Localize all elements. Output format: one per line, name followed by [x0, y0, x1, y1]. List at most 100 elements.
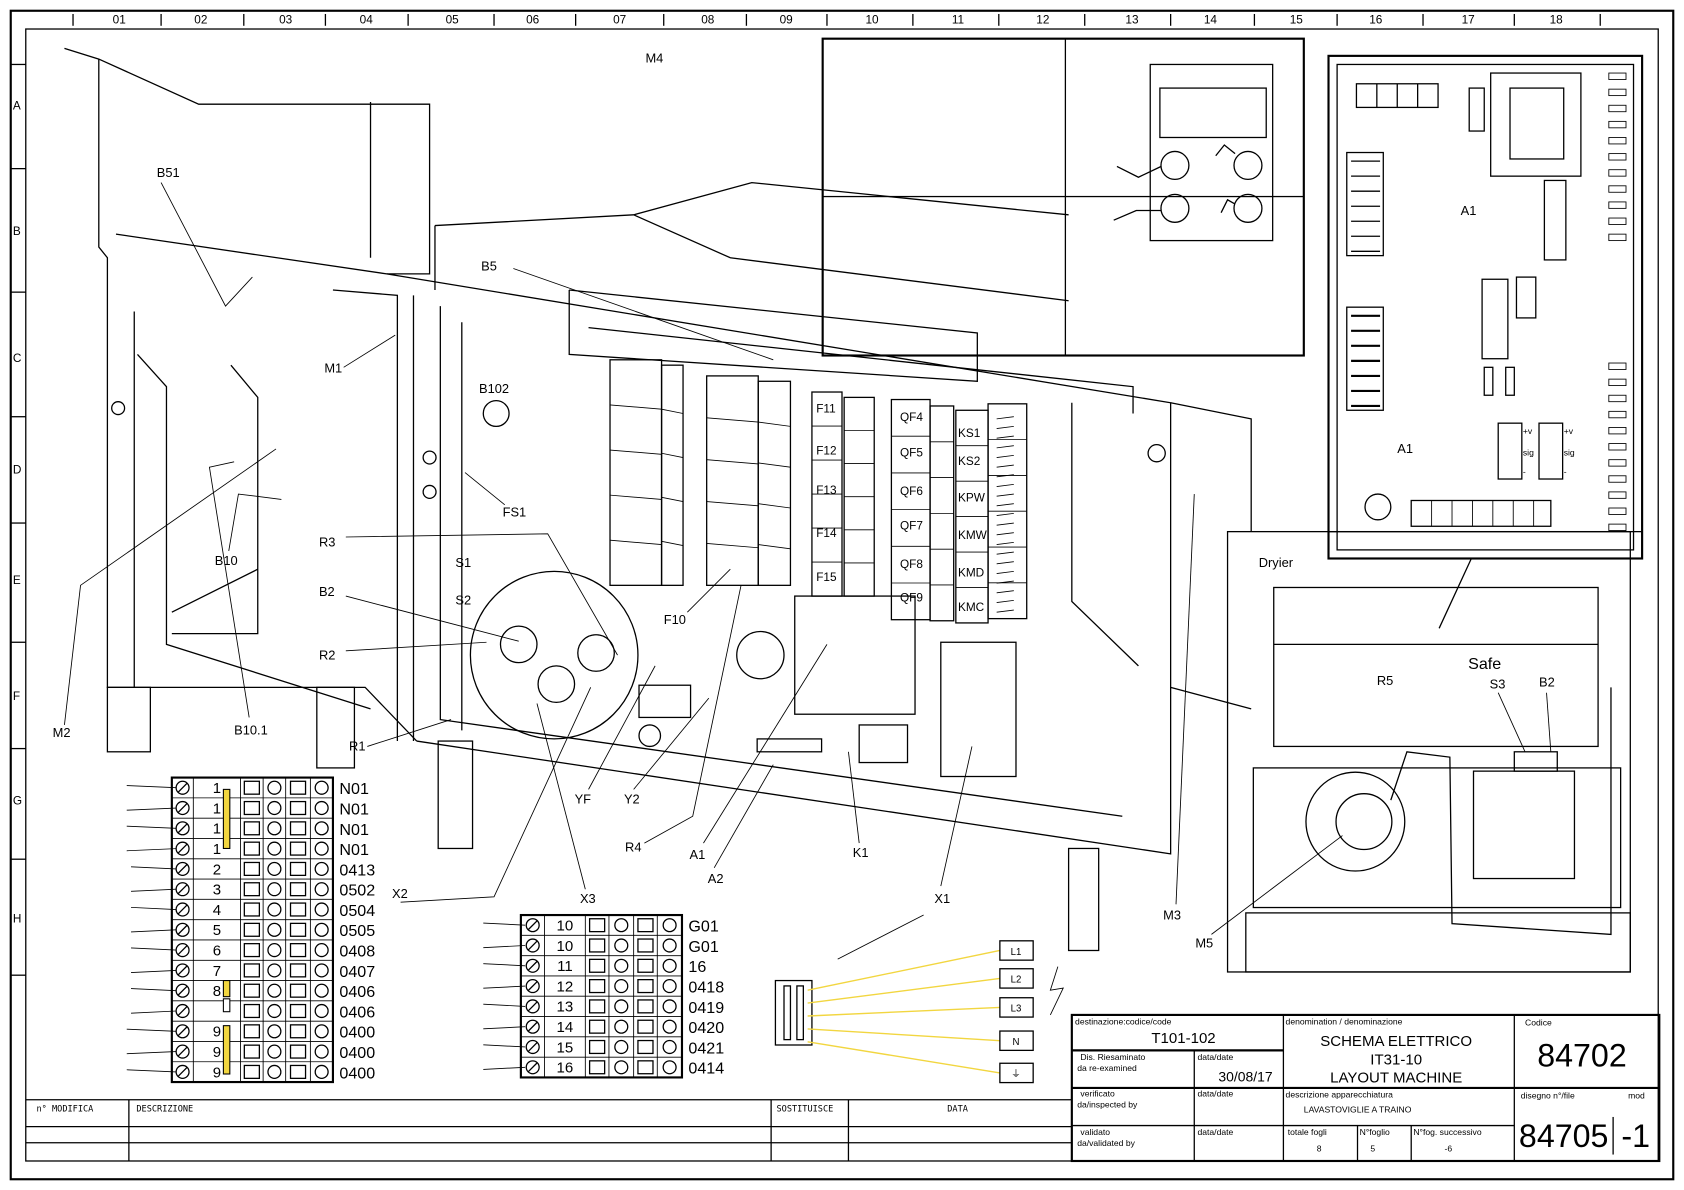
- row-label: B: [13, 224, 21, 238]
- jumper-bridge: [222, 1025, 231, 1075]
- leader-lines: [64, 182, 1552, 1016]
- label-f10: F10: [664, 612, 686, 627]
- label-r1: R1: [349, 739, 365, 754]
- terminal-wire-label: 0408: [339, 943, 375, 961]
- component-label-kmc: KMC: [958, 600, 985, 614]
- code-label: Codice: [1525, 1018, 1552, 1028]
- terminal-row: 0406: [131, 1000, 375, 1021]
- board-signal-label: sig: [1523, 447, 1534, 457]
- terminal-wire-label: 0505: [339, 922, 375, 940]
- column-label: 03: [279, 13, 293, 27]
- component-label-qf6: QF6: [900, 484, 923, 498]
- column-label: 07: [613, 13, 626, 27]
- terminal-wire-label: N01: [339, 841, 369, 859]
- terminal-number: 8: [213, 983, 221, 1000]
- column-label: 13: [1125, 13, 1139, 27]
- component-label-kmd: KMD: [958, 566, 984, 580]
- board-signal-label: +v: [1523, 426, 1533, 436]
- screw-icon: [525, 999, 540, 1014]
- total-sheets-label: totale fogli: [1288, 1127, 1327, 1137]
- total-sheets-value: 8: [1317, 1143, 1322, 1153]
- column-label: 14: [1204, 13, 1218, 27]
- power-terminal: L3: [807, 997, 1034, 1018]
- revision-header-number: n° MODIFICA: [37, 1105, 95, 1115]
- reviewed-label-2: da re-examined: [1077, 1063, 1137, 1073]
- power-terminal-label: L1: [1011, 947, 1022, 958]
- component-label-f15: F15: [816, 570, 837, 584]
- code-value: 84702: [1537, 1037, 1627, 1073]
- terminal-wire-label: 0400: [339, 1024, 375, 1042]
- terminal-wire-label: 0400: [339, 1064, 375, 1082]
- validated-label-1: validato: [1080, 1127, 1110, 1137]
- row-label: D: [13, 463, 22, 477]
- denomination-line-2: IT31-10: [1370, 1051, 1422, 1068]
- terminal-wire-label: 0504: [339, 902, 375, 920]
- validated-label-2: da/validated by: [1077, 1138, 1135, 1148]
- jumper-bridge: [222, 788, 231, 849]
- label-a1: A1: [1397, 441, 1413, 456]
- label-b10: B10: [215, 553, 238, 568]
- column-label: 16: [1369, 13, 1383, 27]
- terminal-number: 11: [557, 958, 573, 975]
- column-label: 05: [446, 13, 460, 27]
- column-label: 12: [1036, 13, 1049, 27]
- label-b102: B102: [479, 381, 509, 396]
- terminal-number: 13: [557, 999, 574, 1016]
- label-s1: S1: [455, 555, 471, 570]
- next-sheet-label: N°fog. successivo: [1413, 1127, 1481, 1137]
- terminal-wire-label: G01: [688, 938, 718, 956]
- component-label-f11: F11: [816, 401, 835, 415]
- screw-icon: [525, 918, 540, 933]
- label-m5: M5: [1195, 935, 1213, 950]
- terminal-wire-label: 0413: [339, 861, 375, 879]
- label-r5: R5: [1377, 673, 1393, 688]
- component-label-f13: F13: [816, 483, 837, 497]
- label-b2: B2: [319, 584, 335, 599]
- board-signal-label: -: [1523, 467, 1526, 477]
- component-label-ks1: KS1: [958, 426, 980, 440]
- inspected-label-2: da/inspected by: [1077, 1099, 1138, 1109]
- terminal-wire-label: G01: [688, 918, 718, 936]
- component-label-qf4: QF4: [900, 410, 923, 424]
- relay-banks: [609, 359, 1028, 624]
- label-x3: X3: [580, 891, 596, 906]
- revision-table: n° MODIFICA DESCRIZIONE SOSTITUISCE DATA: [25, 1099, 1072, 1161]
- validated-date-label: data/date: [1197, 1127, 1233, 1137]
- label-s3: S3: [1490, 676, 1506, 691]
- component-label-qf9: QF9: [900, 590, 923, 604]
- terminal-number: 16: [557, 1060, 574, 1077]
- label-m2: M2: [53, 725, 71, 740]
- terminal-number: 6: [213, 942, 221, 959]
- row-label: C: [13, 351, 22, 365]
- terminal-number: 2: [213, 861, 221, 878]
- label-k1: K1: [853, 845, 869, 860]
- jumper-bridge: [222, 980, 231, 998]
- terminal-number: 15: [557, 1039, 574, 1056]
- reviewed-date-label: data/date: [1197, 1052, 1233, 1062]
- terminal-wire-label: 0407: [339, 963, 375, 981]
- label-m1: M1: [324, 361, 342, 376]
- terminal-wire-label: 0420: [688, 1019, 724, 1037]
- terminal-wire-label: N01: [339, 780, 369, 798]
- row-label: F: [13, 689, 20, 703]
- revision-header-replaces: SOSTITUISCE: [776, 1105, 833, 1115]
- machine-body: [64, 47, 1252, 952]
- power-terminal-label: L3: [1011, 1004, 1022, 1015]
- denomination-line-1: SCHEMA ELETTRICO: [1320, 1033, 1472, 1050]
- label-a2: A2: [708, 871, 724, 886]
- component-label-kmw: KMW: [958, 528, 988, 542]
- screw-icon: [525, 938, 540, 953]
